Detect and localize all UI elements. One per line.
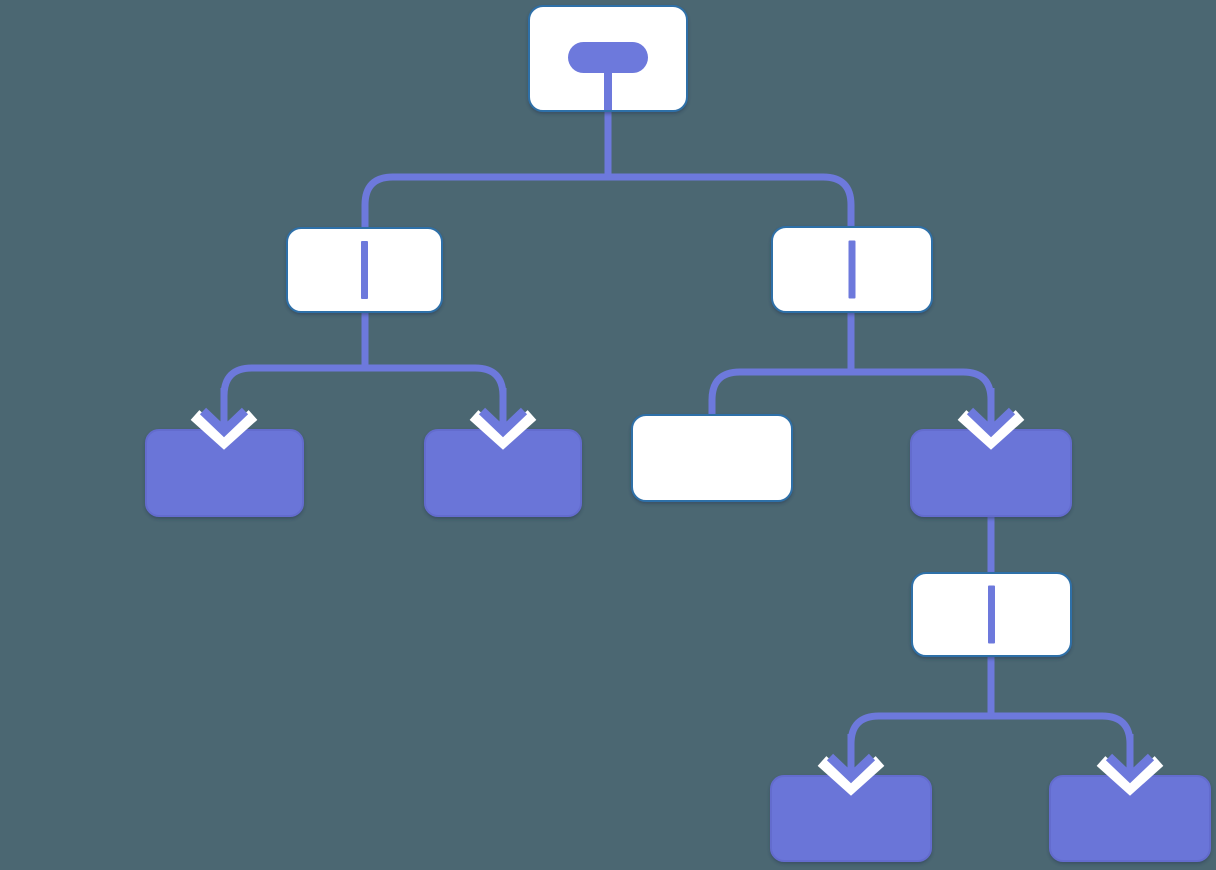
node-branch-right[interactable] (771, 226, 933, 313)
drop-indicators-layer (190, 388, 1164, 796)
chevron-white-icon (957, 410, 1025, 450)
chevron-white-icon (469, 410, 537, 450)
drop-chevron-icon-leaf-1[interactable] (190, 388, 258, 450)
caret-bar-icon (848, 240, 856, 299)
node-branch-bottom[interactable] (911, 572, 1072, 657)
node-leaf-3[interactable] (631, 414, 793, 502)
drop-chevron-icon-leaf-4[interactable] (817, 734, 885, 796)
chevron-purple-icon (1105, 753, 1155, 784)
drop-chevron-icon-leaf-5[interactable] (1096, 734, 1164, 796)
caret-bar-icon (988, 585, 995, 644)
node-root[interactable] (528, 5, 688, 112)
chevron-purple-icon (826, 753, 876, 784)
root-topic-pill (568, 42, 648, 73)
chevron-purple-icon (199, 407, 249, 438)
chevron-white-icon (817, 756, 885, 796)
caret-bar-icon (361, 241, 368, 299)
root-pill-stem (604, 69, 612, 110)
drop-chevron-icon-leaf-2[interactable] (469, 388, 537, 450)
nodes-layer (145, 5, 1211, 862)
chevron-white-icon (190, 410, 258, 450)
chevron-purple-icon (966, 407, 1016, 438)
drop-chevron-icon-mid-right[interactable] (957, 388, 1025, 450)
node-leaf-3-body[interactable] (631, 414, 793, 502)
connector-top-split (361, 173, 855, 229)
connector-bottom-split (847, 712, 1134, 777)
node-branch-left[interactable] (286, 227, 443, 313)
chevron-purple-icon (478, 407, 528, 438)
chevron-white-icon (1096, 756, 1164, 796)
connector-left-split (220, 364, 507, 433)
